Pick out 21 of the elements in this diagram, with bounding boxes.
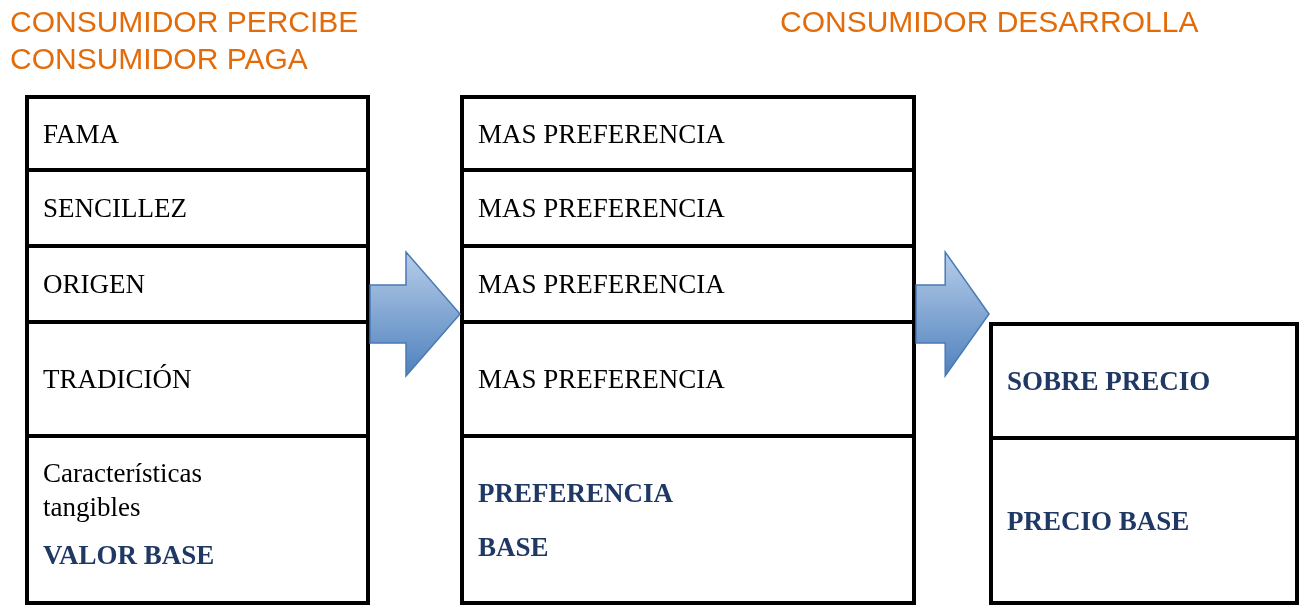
cell-text: TRADICIÓN bbox=[43, 363, 193, 396]
cell-text: SENCILLEZ bbox=[43, 192, 188, 225]
table-frame bbox=[460, 95, 916, 605]
cell-text: SOBRE PRECIO bbox=[1007, 365, 1212, 398]
block-arrow bbox=[369, 250, 461, 378]
table-frame bbox=[25, 95, 370, 605]
cell-text: PRECIO BASE bbox=[1007, 504, 1191, 538]
cell-text: Características tangibles bbox=[43, 457, 203, 524]
cell-text: MAS PREFERENCIA bbox=[478, 363, 726, 396]
heading-text: CONSUMIDOR DESARROLLA bbox=[780, 5, 1199, 39]
cell-text: ORIGEN bbox=[43, 268, 146, 301]
cell-text: MAS PREFERENCIA bbox=[478, 192, 726, 225]
block-arrow bbox=[915, 249, 990, 379]
cell-text: PREFERENCIA BASE bbox=[478, 476, 674, 564]
cell-text: MAS PREFERENCIA bbox=[478, 268, 726, 301]
cell-text: FAMA bbox=[43, 117, 121, 151]
table-frame bbox=[989, 322, 1299, 605]
heading-text: CONSUMIDOR PERCIBE bbox=[10, 5, 359, 39]
cell-text: MAS PREFERENCIA bbox=[478, 117, 726, 151]
heading-text: CONSUMIDOR PAGA bbox=[10, 42, 308, 76]
cell-text: VALOR BASE bbox=[43, 539, 216, 572]
